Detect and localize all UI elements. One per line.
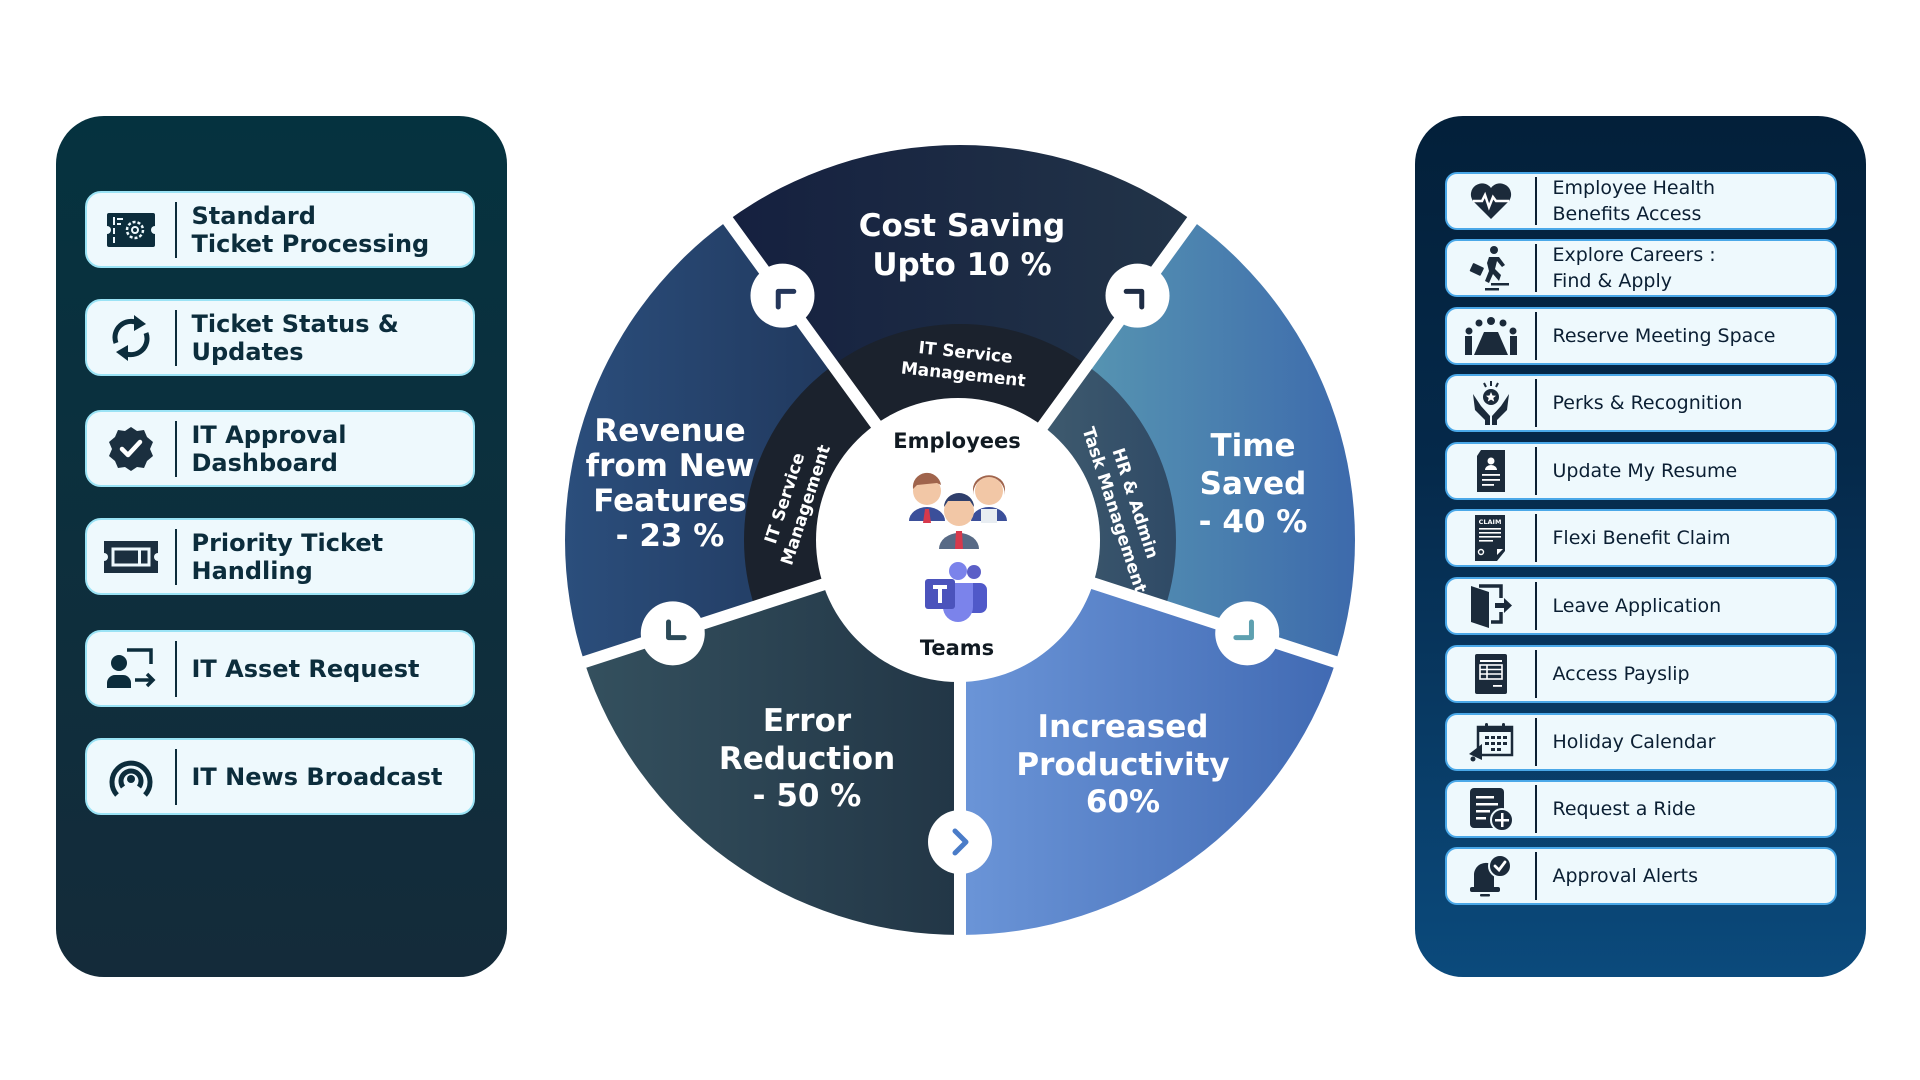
card-label: Holiday Calendar bbox=[1552, 731, 1716, 753]
document-add-icon bbox=[1447, 786, 1535, 832]
segment-divider bbox=[718, 210, 889, 439]
divider bbox=[1535, 650, 1537, 698]
resume-icon bbox=[1447, 450, 1535, 492]
employee-health-benefits-card[interactable]: Employee Health Benefits Access bbox=[1445, 172, 1837, 230]
divider bbox=[1535, 244, 1537, 292]
employees-label: Employees bbox=[893, 429, 1021, 453]
divider bbox=[175, 640, 177, 697]
svg-text:CLAIM: CLAIM bbox=[1479, 518, 1502, 526]
segment-divider bbox=[574, 574, 839, 671]
card-label: Ticket Status & Updates bbox=[191, 309, 399, 366]
divider bbox=[175, 420, 177, 477]
chevron-icon bbox=[928, 810, 992, 874]
teams-icon bbox=[925, 562, 987, 622]
ticket-gear-icon bbox=[87, 211, 175, 249]
card-label: Leave Application bbox=[1552, 595, 1722, 617]
divider bbox=[175, 528, 177, 585]
exit-door-icon bbox=[1447, 584, 1535, 628]
card-label: Priority Ticket Handling bbox=[191, 528, 384, 585]
ticket-status-updates-card[interactable]: Ticket Status & Updates bbox=[85, 299, 475, 376]
request-a-ride-card[interactable]: Request a Ride bbox=[1445, 780, 1837, 838]
chevron-icon bbox=[1215, 601, 1280, 666]
user-transfer-icon bbox=[87, 647, 175, 690]
card-label: Perks & Recognition bbox=[1552, 392, 1743, 414]
segment-divider bbox=[1031, 210, 1202, 439]
card-label: IT Approval Dashboard bbox=[191, 420, 347, 477]
card-label: Standard Ticket Processing bbox=[191, 201, 430, 258]
standard-ticket-processing-card[interactable]: Standard Ticket Processing bbox=[85, 191, 475, 268]
hr-services-panel: Employee Health Benefits Access Explore … bbox=[1415, 116, 1866, 977]
award-hands-icon bbox=[1447, 380, 1535, 426]
divider bbox=[1535, 379, 1537, 427]
explore-careers-card[interactable]: Explore Careers : Find & Apply bbox=[1445, 239, 1837, 297]
reserve-meeting-space-card[interactable]: Reserve Meeting Space bbox=[1445, 307, 1837, 365]
divider bbox=[1535, 582, 1537, 630]
teams-label: Teams bbox=[920, 636, 994, 660]
ticket-icon bbox=[87, 540, 175, 573]
claim-document-icon: CLAIM bbox=[1447, 515, 1535, 561]
card-label: Request a Ride bbox=[1552, 798, 1696, 820]
employees-icon bbox=[909, 472, 1007, 549]
it-approval-dashboard-card[interactable]: IT Approval Dashboard bbox=[85, 410, 475, 487]
chevron-icon bbox=[750, 263, 815, 328]
meeting-room-icon bbox=[1447, 316, 1535, 356]
divider bbox=[1535, 312, 1537, 360]
it-asset-request-card[interactable]: IT Asset Request bbox=[85, 630, 475, 707]
verified-badge-icon bbox=[87, 425, 175, 473]
card-label: IT Asset Request bbox=[191, 654, 420, 683]
divider bbox=[1535, 718, 1537, 766]
divider bbox=[1535, 514, 1537, 562]
card-label: Employee Health Benefits Access bbox=[1552, 177, 1716, 225]
divider bbox=[1535, 852, 1537, 900]
divider bbox=[1535, 447, 1537, 495]
divider bbox=[175, 748, 177, 805]
card-label: Flexi Benefit Claim bbox=[1552, 527, 1731, 549]
payslip-icon bbox=[1447, 654, 1535, 694]
update-my-resume-card[interactable]: Update My Resume bbox=[1445, 442, 1837, 500]
card-label: IT News Broadcast bbox=[191, 762, 443, 791]
divider bbox=[175, 201, 177, 258]
ring-arc-right bbox=[1042, 365, 1177, 607]
access-payslip-card[interactable]: Access Payslip bbox=[1445, 645, 1837, 703]
career-climb-icon bbox=[1447, 245, 1535, 291]
chevron-icon bbox=[1105, 263, 1170, 328]
bell-check-icon bbox=[1447, 854, 1535, 898]
priority-ticket-handling-card[interactable]: Priority Ticket Handling bbox=[85, 518, 475, 595]
chevron-icon bbox=[640, 601, 705, 666]
calendar-announce-icon bbox=[1447, 722, 1535, 762]
ring-arc-left bbox=[744, 365, 878, 607]
card-label: Reserve Meeting Space bbox=[1552, 325, 1776, 347]
divider bbox=[1535, 177, 1537, 225]
flexi-benefit-claim-card[interactable]: CLAIM Flexi Benefit Claim bbox=[1445, 509, 1837, 567]
divider bbox=[175, 309, 177, 366]
it-news-broadcast-card[interactable]: IT News Broadcast bbox=[85, 738, 475, 815]
approval-alerts-card[interactable]: Approval Alerts bbox=[1445, 847, 1837, 905]
perks-recognition-card[interactable]: Perks & Recognition bbox=[1445, 374, 1837, 432]
sync-icon bbox=[87, 313, 175, 363]
holiday-calendar-card[interactable]: Holiday Calendar bbox=[1445, 713, 1837, 771]
card-label: Access Payslip bbox=[1552, 663, 1690, 685]
divider bbox=[1535, 785, 1537, 833]
ring-arc-top bbox=[833, 323, 1087, 427]
card-label: Approval Alerts bbox=[1552, 865, 1698, 887]
heart-pulse-icon bbox=[1447, 181, 1535, 221]
leave-application-card[interactable]: Leave Application bbox=[1445, 577, 1837, 635]
it-services-panel: Standard Ticket Processing Ticket Status… bbox=[56, 116, 507, 977]
card-label: Update My Resume bbox=[1552, 460, 1738, 482]
card-label: Explore Careers : Find & Apply bbox=[1552, 244, 1716, 292]
segment-divider bbox=[1081, 574, 1346, 671]
broadcast-icon bbox=[87, 753, 175, 801]
